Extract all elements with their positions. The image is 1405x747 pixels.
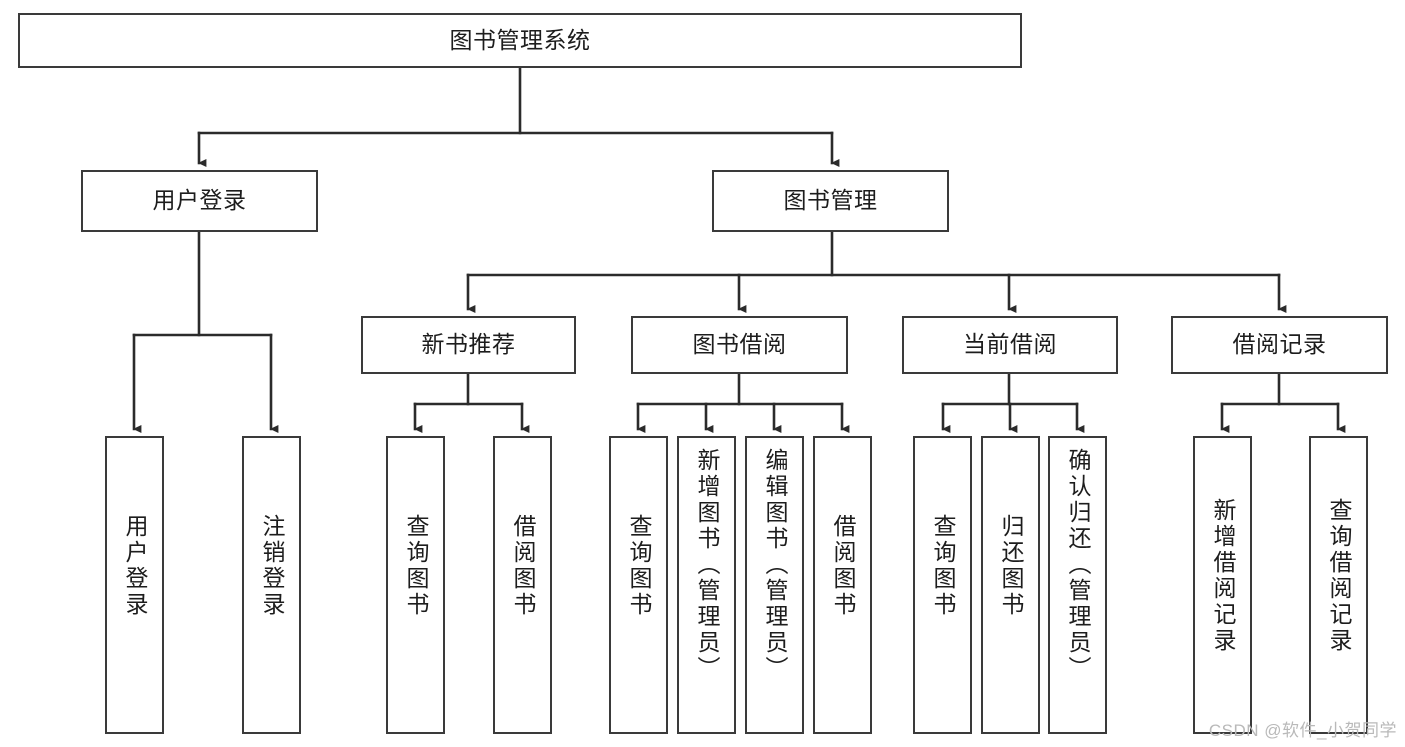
node-root-label: 图书管理系统 [449, 26, 591, 53]
node-leaf-query-borrow-record-label: 查询借阅记录 [1326, 498, 1352, 654]
node-leaf-confirm-return-admin[interactable]: 确认归还（管理员） [1048, 436, 1107, 734]
node-leaf-query-book-2[interactable]: 查询图书 [609, 436, 668, 734]
node-leaf-borrow-book-2[interactable]: 借阅图书 [813, 436, 872, 734]
node-new-book-recommend[interactable]: 新书推荐 [361, 316, 576, 374]
node-current-borrow[interactable]: 当前借阅 [902, 316, 1118, 374]
node-leaf-logout-login-label: 注销登录 [259, 514, 285, 618]
node-borrow-record-label: 借阅记录 [1232, 331, 1327, 358]
node-leaf-query-book-1[interactable]: 查询图书 [386, 436, 445, 734]
node-leaf-user-login-label: 用户登录 [122, 514, 148, 618]
node-leaf-add-book-admin-label: 新增图书（管理员） [694, 448, 720, 682]
node-book-borrow[interactable]: 图书借阅 [631, 316, 848, 374]
node-leaf-query-book-1-label: 查询图书 [403, 514, 429, 618]
node-borrow-record[interactable]: 借阅记录 [1171, 316, 1388, 374]
node-leaf-add-book-admin[interactable]: 新增图书（管理员） [677, 436, 736, 734]
node-book-manage-label: 图书管理 [783, 187, 878, 214]
node-leaf-return-book-label: 归还图书 [998, 514, 1024, 618]
node-book-borrow-label: 图书借阅 [692, 331, 787, 358]
node-leaf-edit-book-admin[interactable]: 编辑图书（管理员） [745, 436, 804, 734]
node-leaf-borrow-book-1-label: 借阅图书 [510, 514, 536, 618]
node-root[interactable]: 图书管理系统 [18, 13, 1022, 68]
node-new-book-recommend-label: 新书推荐 [421, 331, 516, 358]
node-leaf-query-book-3[interactable]: 查询图书 [913, 436, 972, 734]
node-leaf-query-book-2-label: 查询图书 [626, 514, 652, 618]
node-leaf-borrow-book-2-label: 借阅图书 [830, 514, 856, 618]
node-leaf-return-book[interactable]: 归还图书 [981, 436, 1040, 734]
node-leaf-query-borrow-record[interactable]: 查询借阅记录 [1309, 436, 1368, 734]
node-current-borrow-label: 当前借阅 [963, 331, 1057, 358]
node-user-login[interactable]: 用户登录 [81, 170, 318, 232]
node-leaf-borrow-book-1[interactable]: 借阅图书 [493, 436, 552, 734]
node-leaf-add-borrow-record-label: 新增借阅记录 [1210, 498, 1236, 654]
node-leaf-add-borrow-record[interactable]: 新增借阅记录 [1193, 436, 1252, 734]
watermark: CSDN @软件_小贺同学 [1208, 721, 1397, 740]
node-leaf-edit-book-admin-label: 编辑图书（管理员） [762, 448, 788, 682]
node-book-manage[interactable]: 图书管理 [712, 170, 949, 232]
node-leaf-query-book-3-label: 查询图书 [930, 514, 956, 618]
node-user-login-label: 用户登录 [152, 187, 247, 214]
node-leaf-confirm-return-admin-label: 确认归还（管理员） [1065, 448, 1091, 682]
node-leaf-user-login[interactable]: 用户登录 [105, 436, 164, 734]
node-leaf-logout-login[interactable]: 注销登录 [242, 436, 301, 734]
